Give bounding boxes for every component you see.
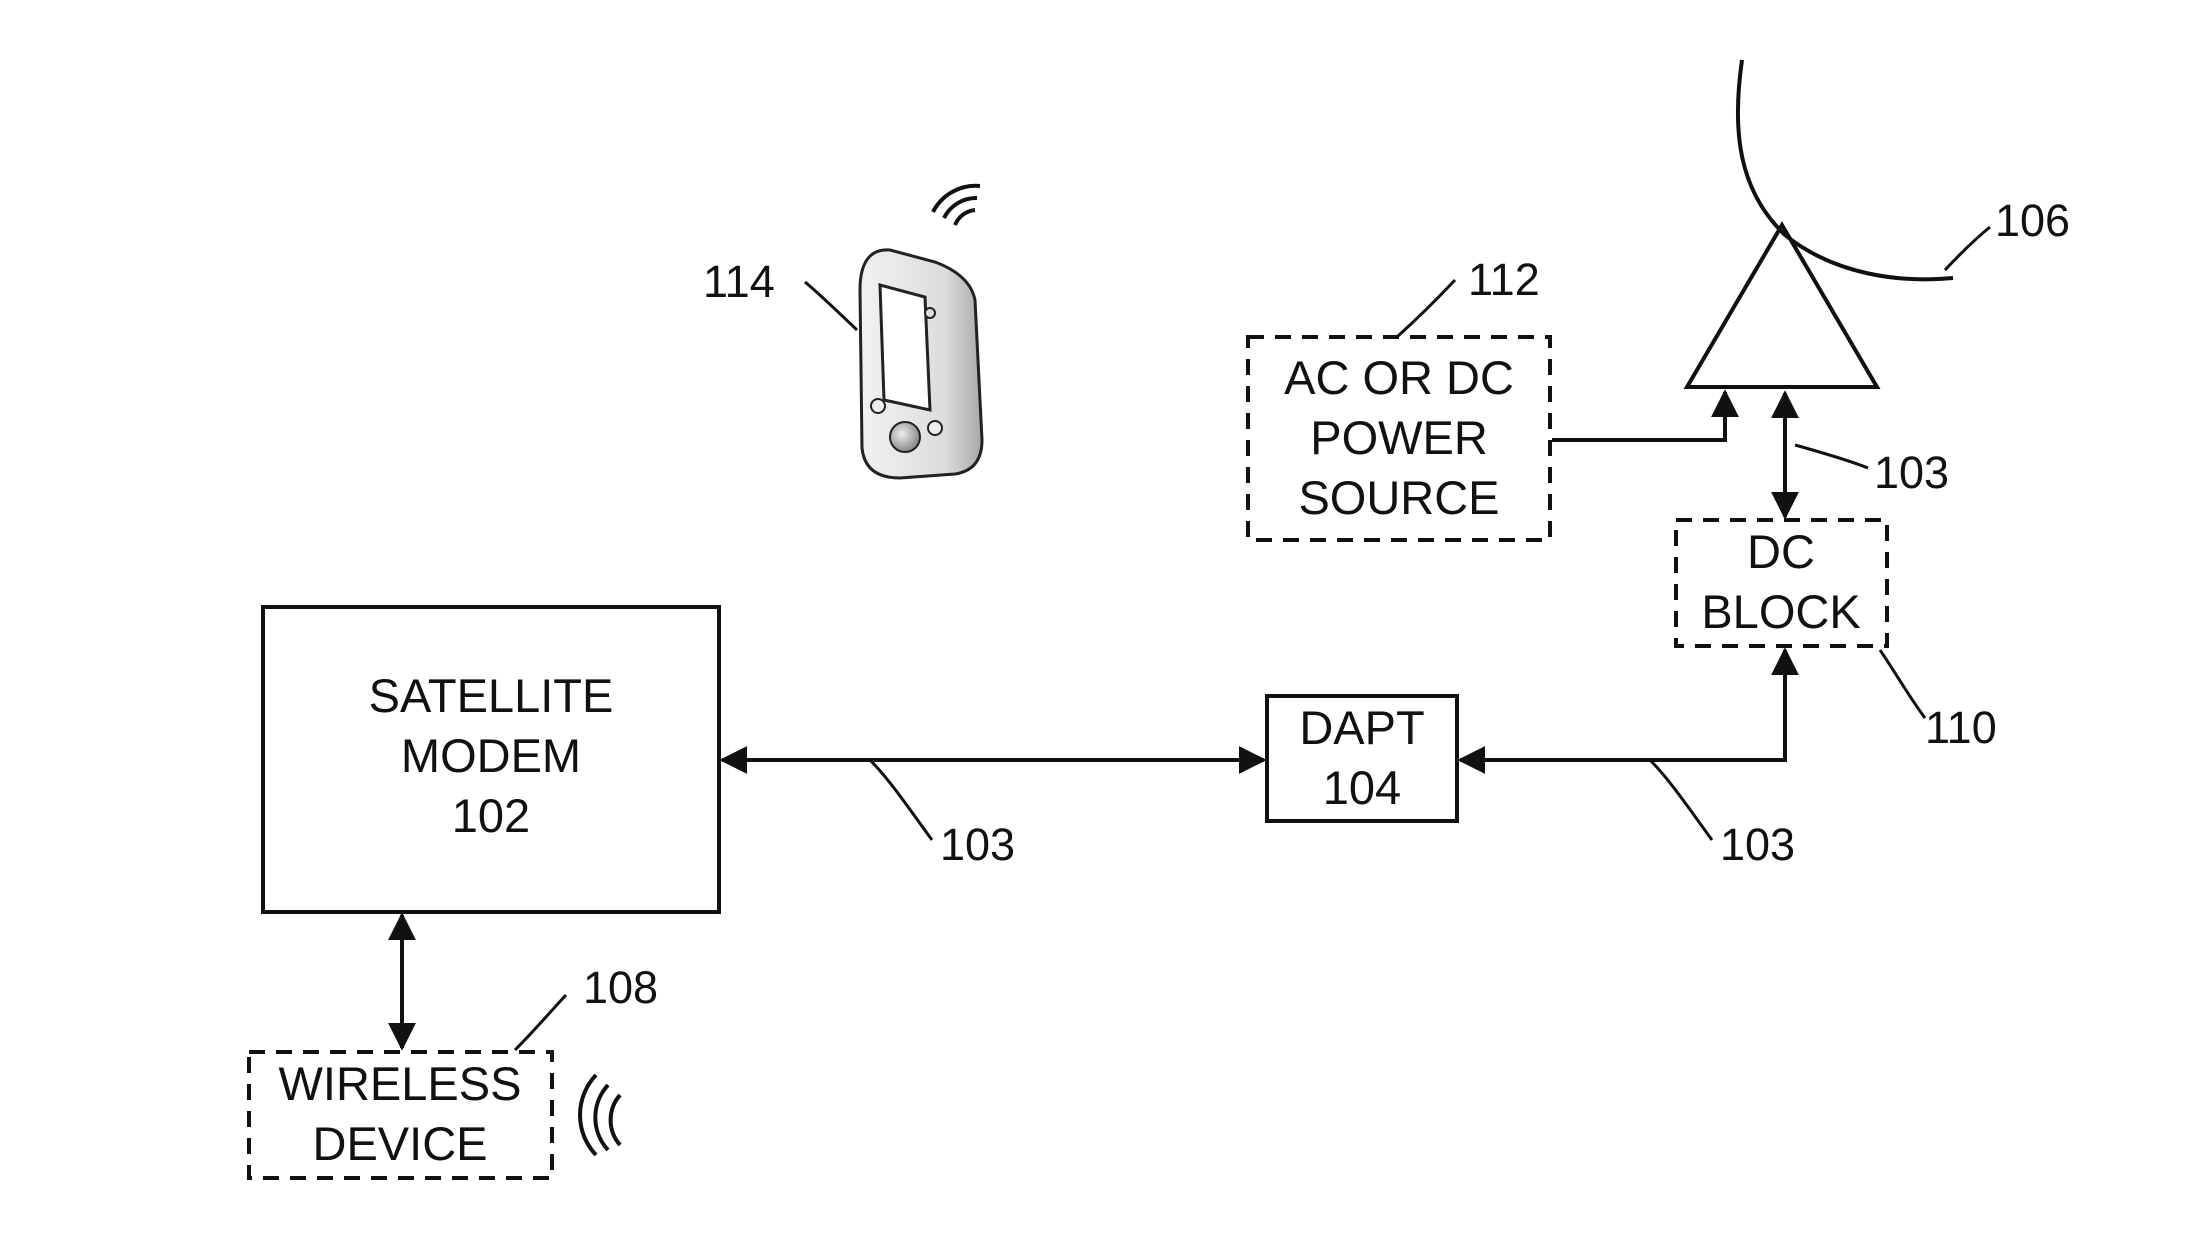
- cable-dapt-to-dcblock: [1460, 650, 1785, 760]
- ref-108-wireless-device: 108: [583, 962, 658, 1013]
- dc-block-line-1: DC: [1747, 525, 1815, 578]
- wireless-device-box: WIRELESS DEVICE: [249, 1052, 552, 1178]
- ref-103-dapt-dcblock: 103: [1720, 819, 1795, 870]
- leader-lines: [515, 227, 1990, 1050]
- satellite-modem-box: SATELLITE MODEM 102: [263, 607, 719, 912]
- power-source-line-2: POWER: [1310, 411, 1488, 464]
- ref-103-modem-dapt: 103: [940, 819, 1015, 870]
- handheld-signal-icon: [933, 186, 980, 225]
- power-source-line-1: AC OR DC: [1284, 351, 1514, 404]
- wireless-device-line-2: DEVICE: [313, 1117, 488, 1170]
- wireless-device-line-1: WIRELESS: [279, 1057, 522, 1110]
- dapt-box: DAPT 104: [1267, 696, 1457, 821]
- ref-114-handheld: 114: [703, 256, 775, 307]
- satellite-modem-line-3: 102: [452, 789, 530, 842]
- dc-block-line-2: BLOCK: [1701, 585, 1860, 638]
- power-feed-to-lnb: [1552, 392, 1725, 440]
- ref-103-lnb: 103: [1874, 447, 1949, 498]
- ref-112-power-source: 112: [1468, 254, 1540, 305]
- ref-106-dish: 106: [1995, 195, 2070, 246]
- power-source-line-3: SOURCE: [1298, 471, 1499, 524]
- dc-block-box: DC BLOCK: [1676, 520, 1887, 646]
- ref-110-dc-block: 110: [1925, 702, 1997, 753]
- lnb-amplifier-icon: [1687, 225, 1877, 387]
- dapt-line-2: 104: [1323, 761, 1401, 814]
- dapt-line-1: DAPT: [1299, 701, 1424, 754]
- wireless-signal-icon: [580, 1075, 620, 1155]
- satellite-modem-line-2: MODEM: [401, 729, 581, 782]
- power-source-box: AC OR DC POWER SOURCE: [1248, 337, 1550, 540]
- handheld-device-icon: [860, 250, 982, 478]
- satellite-modem-line-1: SATELLITE: [369, 669, 614, 722]
